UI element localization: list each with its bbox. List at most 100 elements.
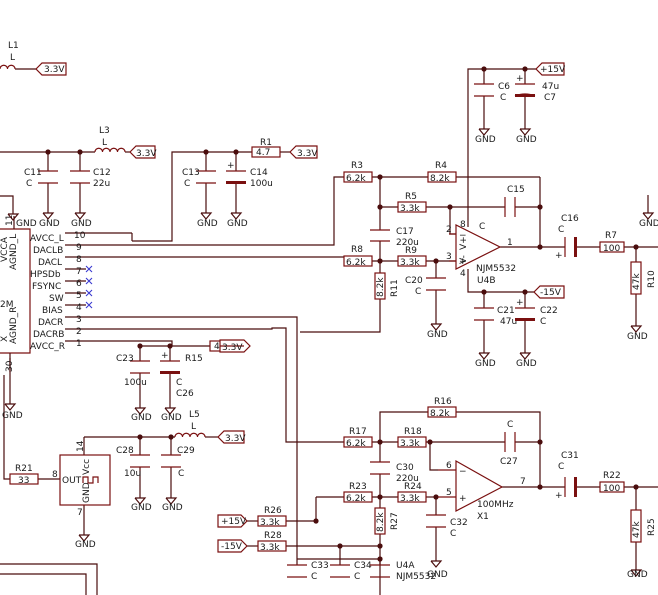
opamp-u4b: − + 6 5 7 100MHz X1	[438, 459, 526, 522]
u4a-pin: 3	[446, 252, 452, 262]
gnd-label: GND	[627, 332, 648, 342]
dac-pin-number: 9	[76, 243, 82, 253]
r10-ref: R10	[647, 270, 657, 288]
u4b-pin: 5	[446, 488, 452, 498]
c27-ref: C28	[116, 446, 134, 456]
gnd-label: GND	[475, 135, 496, 145]
svg-text:3.3V: 3.3V	[222, 343, 243, 353]
resistor-r18: R18 3.3k	[397, 427, 427, 449]
u4b-pin: 6	[446, 461, 452, 471]
dac-pin-number: 8	[76, 255, 82, 265]
c34-value: NJM5532	[396, 572, 436, 582]
r17-value: 6.2k	[346, 439, 366, 449]
dac-pin-number: 7	[76, 267, 82, 277]
ground-icon: GND	[71, 204, 92, 229]
gnd-label: GND	[39, 219, 60, 229]
x1-pin: 14	[76, 440, 86, 452]
u4b-minus: −	[459, 467, 467, 477]
capacitor-c11: C11 C	[24, 168, 58, 189]
u4a-pin: 1	[507, 238, 513, 248]
c17-plus: +	[555, 251, 563, 261]
dac-pin-number: 3	[76, 315, 82, 325]
resistor-r3: R3 6.2k	[343, 161, 373, 184]
l1-ref: L1	[8, 41, 19, 51]
u4a-pin: 2	[446, 225, 452, 235]
r18-ref: R18	[404, 427, 422, 437]
c16-ref: C17	[396, 227, 414, 237]
dac-pin-name: AVCC_L	[30, 234, 64, 244]
r1-ref: R1	[260, 138, 272, 148]
c19-value: C	[415, 287, 421, 297]
c21-value: C	[540, 317, 546, 327]
c29-value: 220u	[396, 474, 419, 484]
resistor-r25: 47k R25	[630, 509, 657, 543]
dac-pin-number: 2	[76, 327, 82, 337]
l5-value: L	[191, 422, 196, 432]
c33-value: C	[354, 572, 360, 582]
ground-icon: GND	[161, 399, 182, 423]
junctions	[45, 66, 639, 562]
ground-icon: GND	[475, 344, 496, 369]
inductor-l5: L5 L	[174, 410, 206, 438]
r4-ref: R4	[435, 161, 447, 171]
r21-ref: R21	[15, 464, 33, 474]
r1-value: 4.7	[256, 148, 270, 158]
dac-pin-name: SW	[49, 294, 64, 304]
u4b-plus: +	[459, 494, 467, 504]
gnd-label: GND	[516, 359, 537, 369]
capacitor-c13: C13 C	[182, 168, 216, 189]
r28-ref: R28	[264, 531, 282, 541]
resistor-r16: R16 8.2k	[427, 397, 457, 419]
net-label-3v3: 3.3V	[219, 339, 251, 353]
c17-ref: C16	[561, 214, 579, 224]
r21-value: 33	[18, 476, 29, 486]
gnd-label: GND	[627, 570, 648, 580]
dac-agnd-r-label: AGND_R	[9, 307, 19, 344]
capacitor-c22: C23 100u	[116, 354, 150, 388]
c14-ref: C14	[250, 168, 268, 178]
inductor-l3: L3 L	[94, 126, 126, 153]
c7-value: 47u	[542, 82, 559, 92]
c15-ref: C15	[507, 185, 525, 195]
r28-value: 3.3k	[260, 543, 280, 553]
u4a-ref: U4B	[477, 276, 496, 286]
capacitor-c16: C17 220u	[370, 227, 419, 248]
c30-plus: +	[555, 491, 563, 501]
resistor-r11: 8.2k R11	[374, 272, 400, 300]
r17-ref: R17	[349, 427, 367, 437]
dac-ref-fragment: 2M	[0, 300, 14, 310]
net-label-plus15v: +15V	[535, 62, 566, 76]
net-label-3v3: 3.3V	[129, 145, 157, 159]
ground-icon: GND	[627, 317, 648, 342]
gnd-label: GND	[427, 330, 448, 340]
gnd-label: GND	[639, 219, 658, 229]
ground-icon: GND	[639, 204, 658, 229]
c30-value: C	[558, 462, 564, 472]
c6-ref: C6	[498, 82, 510, 92]
resistor-r26: R26 3.3k	[257, 506, 287, 528]
r25-value: 47k	[632, 521, 642, 538]
dac-pin-name: HPSDb	[30, 270, 61, 280]
inductor-l1: L1 L	[0, 41, 19, 70]
resistor-r1: R1 4.7	[251, 138, 281, 158]
power-labels: 3.3V 3.3V 3.3V 3.3V 3.3V +15V -15V +15V …	[35, 62, 566, 553]
dac-x-fragment: X	[0, 336, 10, 342]
u4a-vplus: V+	[459, 236, 469, 250]
x1-vcc-label: Vcc	[82, 459, 92, 475]
r3-ref: R3	[351, 161, 363, 171]
resistor-r23: R23 6.2k	[343, 482, 373, 504]
dac-ic: VCCA AGND_L AGND_R X 2M 11 30 AVCC_L 10 …	[0, 215, 93, 372]
r11-value: 8.2k	[376, 277, 386, 297]
r7-value: 100	[603, 244, 620, 254]
ground-icon: GND	[427, 315, 448, 340]
ground-icon: GND	[131, 399, 152, 423]
c22-value: 100u	[124, 378, 147, 388]
u4a-pin: 4	[460, 269, 466, 279]
gnd-label: GND	[197, 219, 218, 229]
c23-value: C	[176, 378, 182, 388]
capacitor-c20: C21 47u	[474, 306, 517, 327]
net-label-plus15v: +15V	[217, 514, 248, 528]
r3-value: 6.2k	[346, 174, 366, 184]
capacitor-c7: + 47u C7	[514, 74, 559, 103]
resistor-r17: R17 6.2k	[343, 427, 373, 449]
